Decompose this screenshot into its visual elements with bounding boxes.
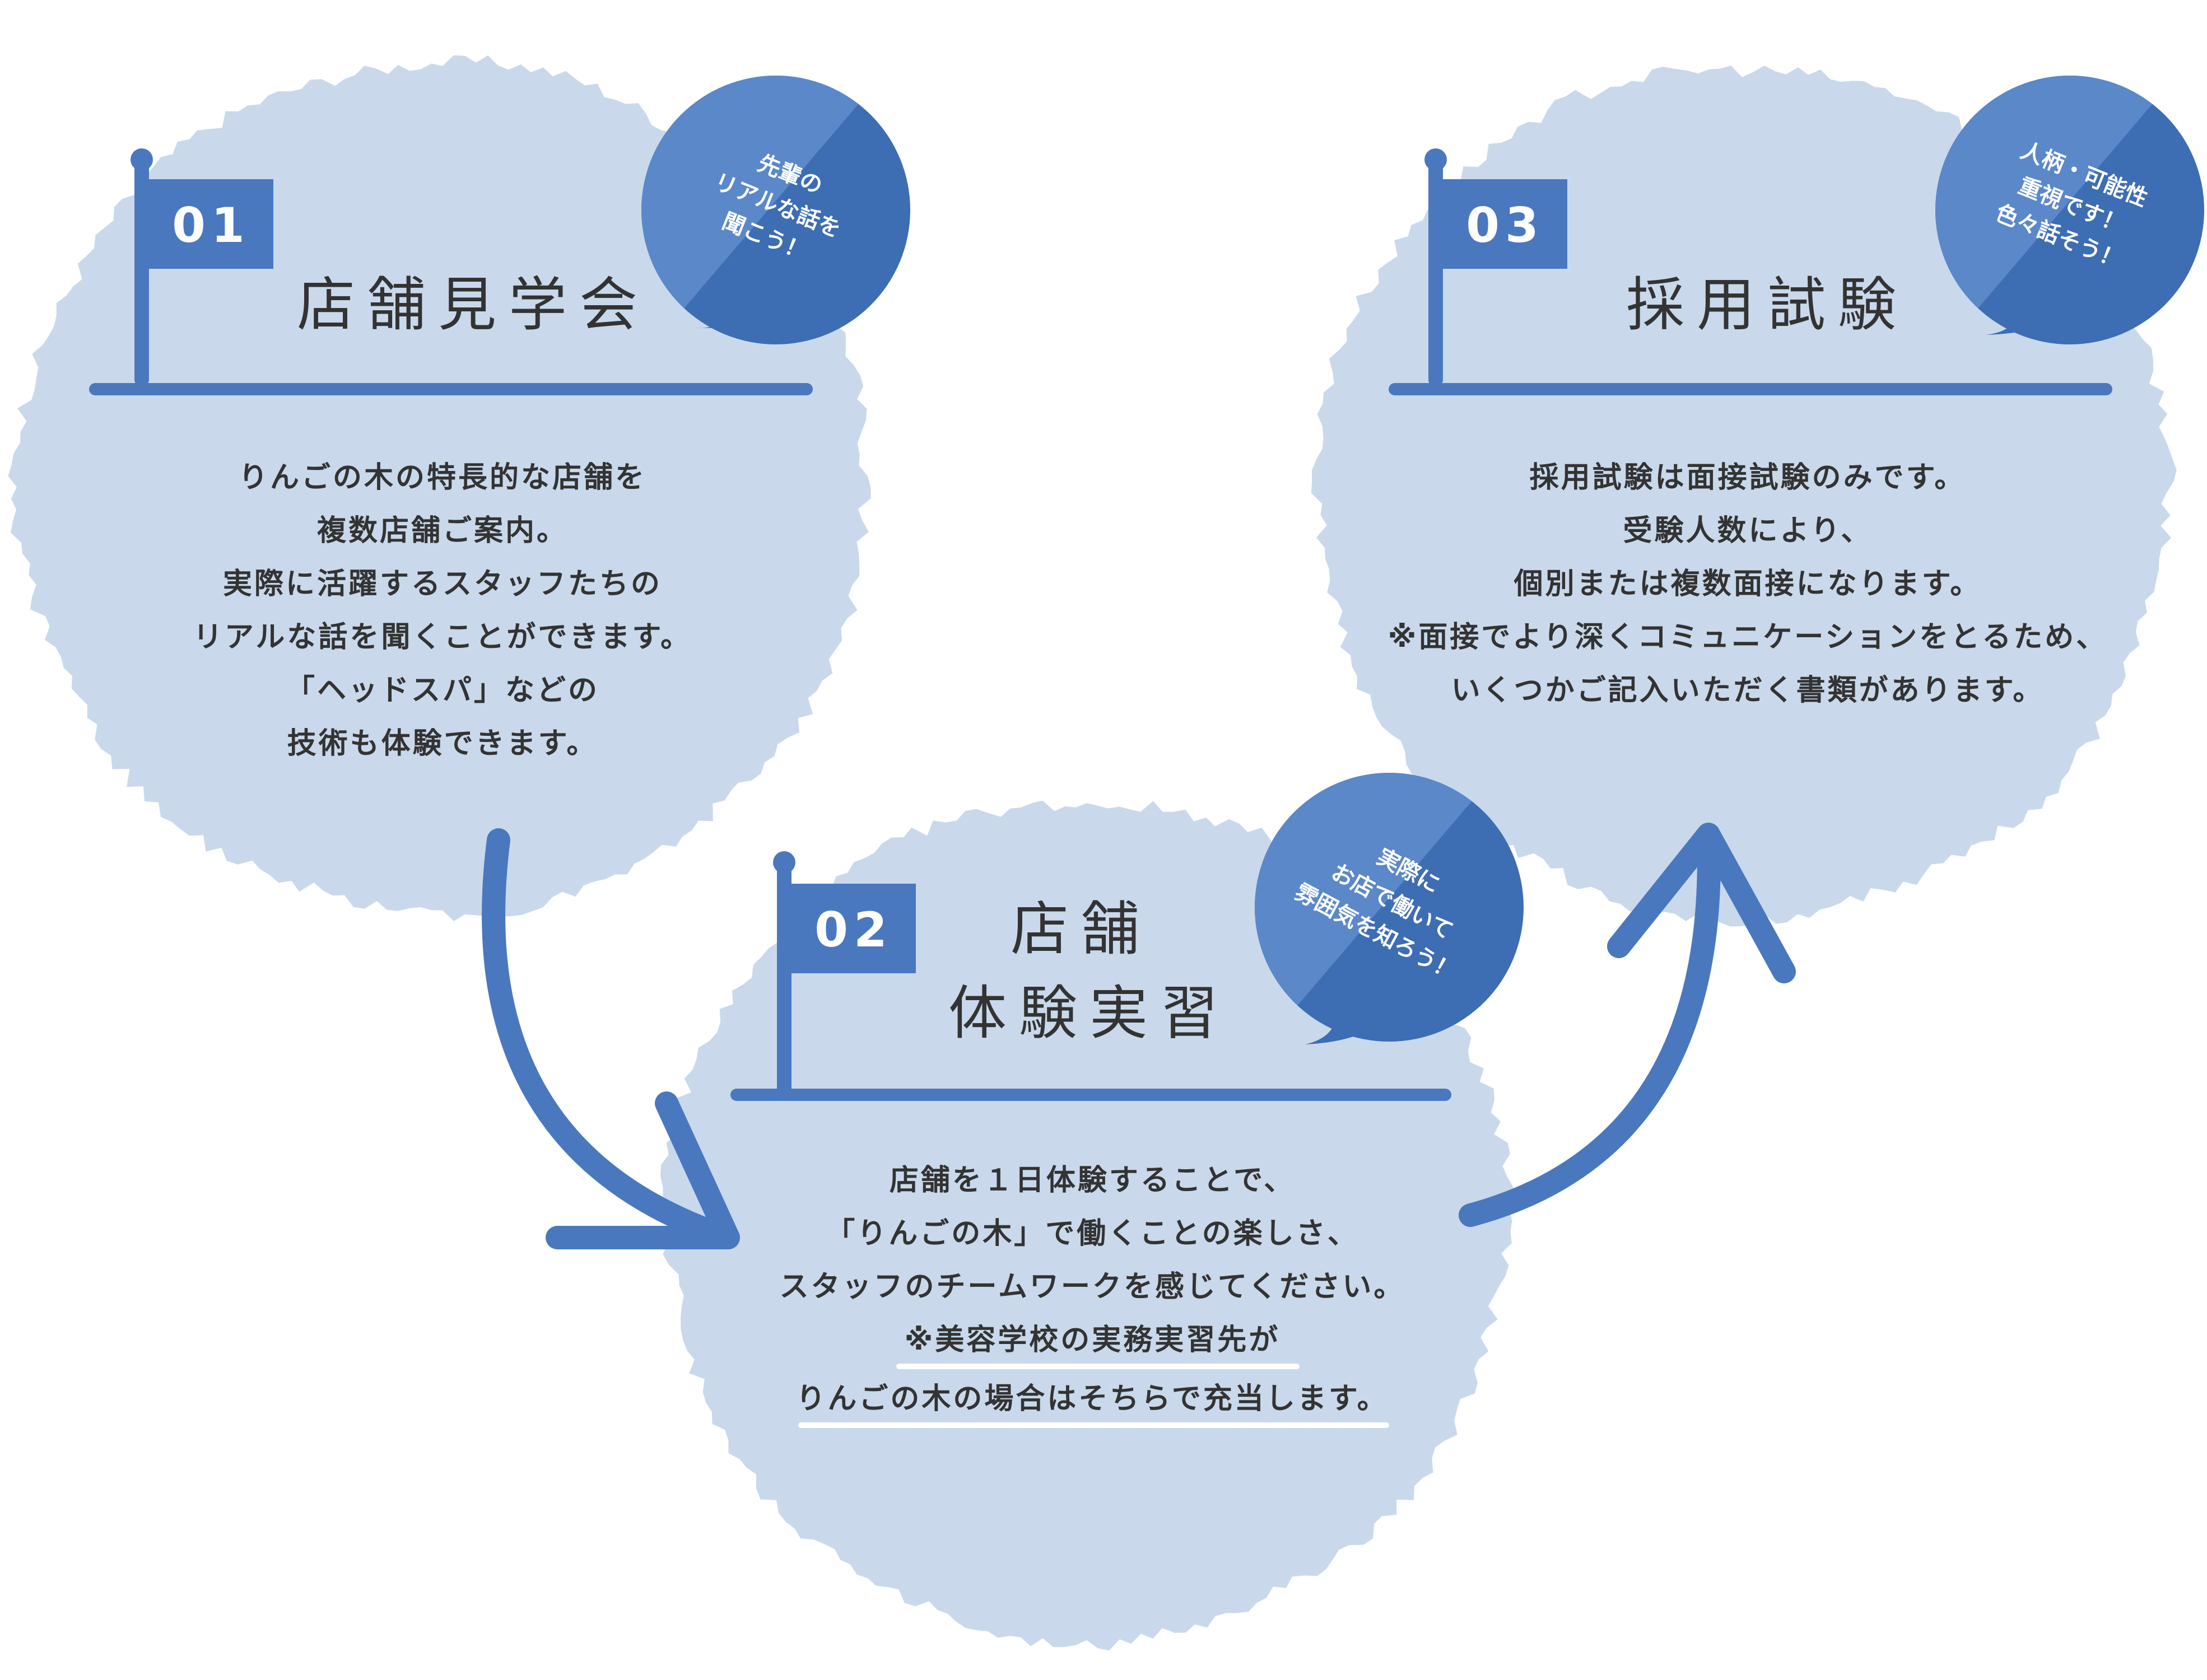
step-01-flag: 01 (131, 148, 273, 386)
step-01-body-line-5: 「ヘッドスパ」などの (286, 674, 599, 707)
step-02-body-line-4: ※美容学校の実務実習先が (905, 1323, 1281, 1357)
step-02-body-line-2: 「りんごの木」で働くことの楽しさ、 (826, 1217, 1358, 1250)
step-01-body-line-6: 技術も体験できます。 (287, 727, 598, 760)
step-03-flag: 03 (1424, 148, 1567, 386)
step-02-circle (660, 800, 1514, 1651)
step-03-number: 03 (1466, 198, 1544, 254)
step-03-body: 採用試験は面接試験のみです。 受験人数により、 個別または複数面接になります。 … (1388, 461, 2107, 707)
step-01-body-line-4: リアルな話を聞くことができます。 (193, 620, 692, 654)
step-01-body-line-3: 実際に活躍するスタッフたちの (223, 567, 662, 601)
step-01-body-line-1: りんごの木の特長的な店舗を (239, 461, 646, 494)
step-01-number: 01 (172, 198, 250, 254)
arrow-step1-to-step2 (482, 828, 740, 1249)
step-03: 03 採用試験 人柄・可能性 重視です！ 色々話そう！ 採用試験は面接試験のみで… (1388, 76, 2204, 707)
step-02-body-line-1: 店舗を１日体験することで、 (890, 1164, 1295, 1197)
step-03-body-line-2: 受験人数により、 (1623, 514, 1873, 548)
step-03-body-line-3: 個別または複数面接になります。 (1514, 567, 1982, 601)
step-03-body-line-5: いくつかご記入いただく書類があります。 (1451, 674, 2045, 707)
step-01-body-line-2: 複数店舗ご案内。 (317, 514, 568, 548)
step-03-title: 採用試験 (1626, 270, 1908, 339)
step-03-body-line-1: 採用試験は面接試験のみです。 (1530, 461, 1966, 494)
step-02-title-line-2: 体験実習 (948, 979, 1231, 1047)
step-01-body: りんごの木の特長的な店舗を 複数店舗ご案内。 実際に活躍するスタッフたちの リア… (193, 461, 692, 760)
step-01-circle (8, 55, 871, 921)
step-02-flag: 02 (773, 851, 916, 1095)
arrow-step2-to-step3 (1459, 823, 1796, 1227)
step-02: 02 店舗 体験実習 実際に お店で働いて 雰囲気を知ろう！ 店舗を１日体験する… (730, 773, 1524, 1428)
step-02-speech-bubble: 実際に お店で働いて 雰囲気を知ろう！ (1255, 773, 1524, 1044)
step-03-speech-bubble: 人柄・可能性 重視です！ 色々話そう！ (1935, 76, 2204, 344)
step-02-title-line-1: 店舗 (1011, 895, 1152, 963)
step-02-number: 02 (814, 902, 893, 958)
step-01-speech-bubble: 先輩の リアルな話を 聞こう！ (641, 76, 910, 344)
step-02-body: 店舗を１日体験することで、 「りんごの木」で働くことの楽しさ、 スタッフのチーム… (780, 1164, 1405, 1428)
step-02-body-line-3: スタッフのチームワークを感じてください。 (780, 1270, 1405, 1304)
step-02-body-line-5: りんごの木の場合はそちらで充当します。 (796, 1382, 1388, 1416)
step-03-body-line-4: ※面接でより深くコミュニケーションをとるため、 (1388, 620, 2107, 654)
step-01-title: 店舗見学会 (297, 270, 650, 339)
step-01: 01 店舗見学会 先輩の リアルな話を 聞こう！ りんごの木の特長的な店舗を 複… (89, 76, 910, 760)
